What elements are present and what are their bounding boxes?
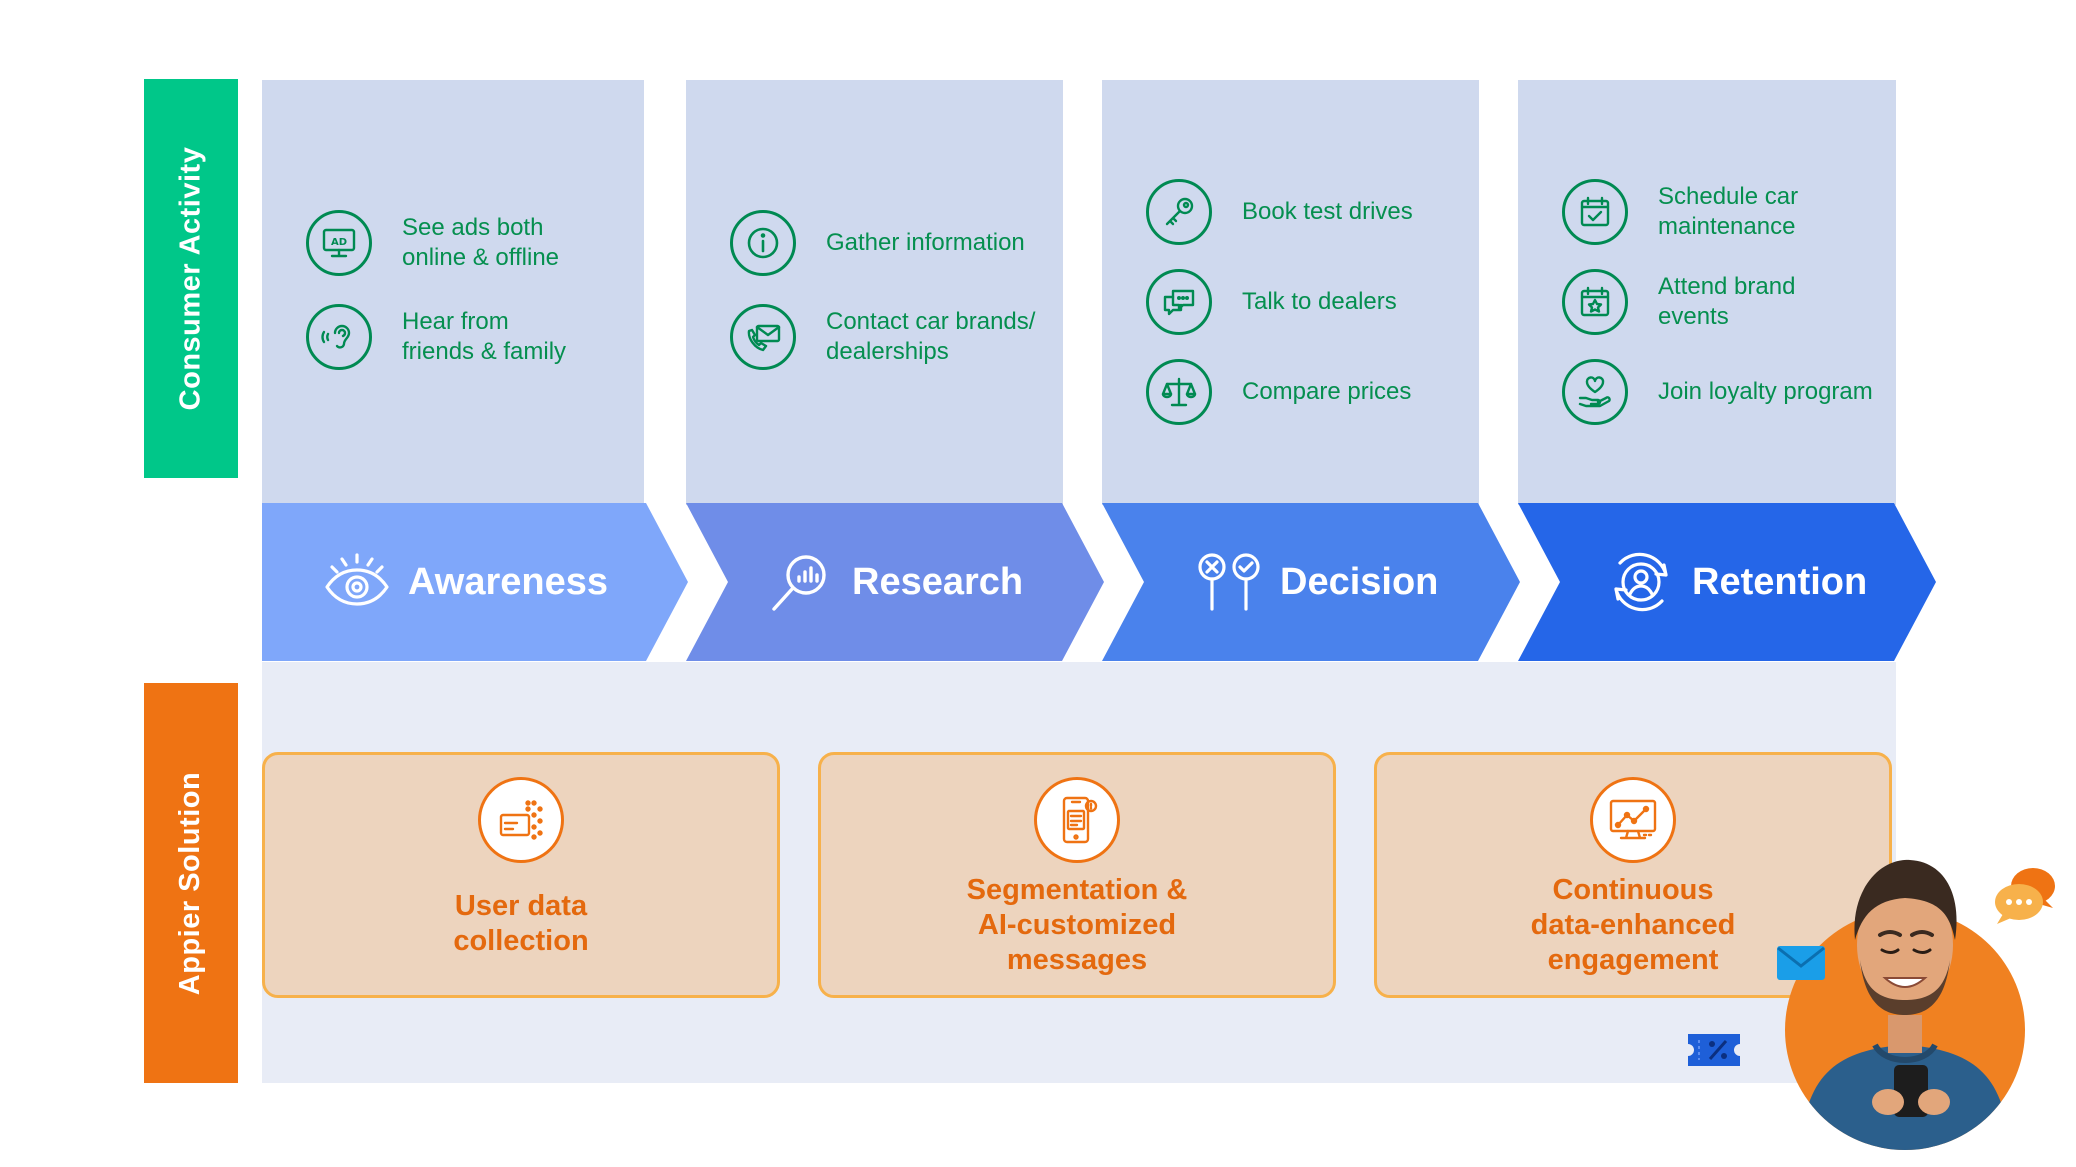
chat-icon: [1146, 269, 1212, 335]
stage-label-research: Research: [852, 560, 1024, 603]
decision-activity-box: Book test drives Talk to dealers Compare…: [1102, 80, 1479, 505]
awareness-activity-box: AD See ads both online & offline Hear fr…: [262, 80, 644, 505]
activity-item: Attend brand events: [1562, 269, 1886, 335]
appier-solution-label: Appier Solution: [174, 771, 207, 995]
activity-item: Join loyalty program: [1562, 359, 1886, 425]
coupon-icon: [1688, 1034, 1740, 1066]
activity-item: Hear from friends & family: [306, 304, 634, 370]
research-activity-box: Gather information Contact car brands/ d…: [686, 80, 1063, 505]
calendar-star-icon: [1562, 269, 1628, 335]
svg-text:AD: AD: [331, 237, 347, 248]
appier-solution-bar: Appier Solution: [144, 683, 238, 1083]
choice-pins-icon: [1198, 553, 1260, 611]
stage-arrow-decision: Decision: [1102, 503, 1520, 661]
email-icon: [1777, 946, 1825, 980]
solution-card: Segmentation & AI-customized messages: [818, 752, 1336, 998]
magnifier-chart-icon: [772, 555, 826, 611]
phone-mail-icon: [730, 304, 796, 370]
stage-arrow-retention: Retention: [1518, 503, 1936, 661]
stage-arrow-awareness: Awareness: [262, 503, 688, 661]
solution-card: User data collection: [262, 752, 780, 998]
solution-label: Segmentation & AI-customized messages: [966, 874, 1188, 976]
consumer-activity-bar: Consumer Activity: [144, 79, 238, 478]
calendar-check-icon: [1562, 179, 1628, 245]
activity-item: Compare prices: [1146, 359, 1469, 425]
ad-monitor-icon: AD: [306, 210, 372, 276]
solution-label: Continuous data-enhanced engagement: [1530, 874, 1736, 976]
stage-label-awareness: Awareness: [408, 560, 608, 603]
data-card-icon: [478, 777, 564, 863]
monitor-chart-icon: [1590, 777, 1676, 863]
phone-message-icon: [1034, 777, 1120, 863]
stage-label-decision: Decision: [1280, 560, 1439, 603]
chat-bubbles-icon: [1995, 868, 2055, 924]
stage-arrow-research: Research: [686, 503, 1104, 661]
activity-item: Book test drives: [1146, 179, 1469, 245]
activity-item: AD See ads both online & offline: [306, 210, 634, 276]
eye-icon: [325, 553, 389, 606]
activity-item: Schedule car maintenance: [1562, 179, 1886, 245]
scale-icon: [1146, 359, 1212, 425]
activity-item: Talk to dealers: [1146, 269, 1469, 335]
solution-label: User data collection: [453, 890, 589, 957]
activity-item: Gather information: [730, 210, 1053, 276]
stage-label-retention: Retention: [1692, 560, 1868, 603]
heart-hand-icon: [1562, 359, 1628, 425]
retention-activity-box: Schedule car maintenance Attend brand ev…: [1518, 80, 1896, 505]
ear-icon: [306, 304, 372, 370]
user-cycle-icon: [1614, 552, 1668, 612]
key-icon: [1146, 179, 1212, 245]
consumer-activity-label: Consumer Activity: [174, 146, 207, 411]
info-icon: [730, 210, 796, 276]
person-illustration: [1780, 840, 2040, 1150]
activity-item: Contact car brands/ dealerships: [730, 304, 1053, 370]
